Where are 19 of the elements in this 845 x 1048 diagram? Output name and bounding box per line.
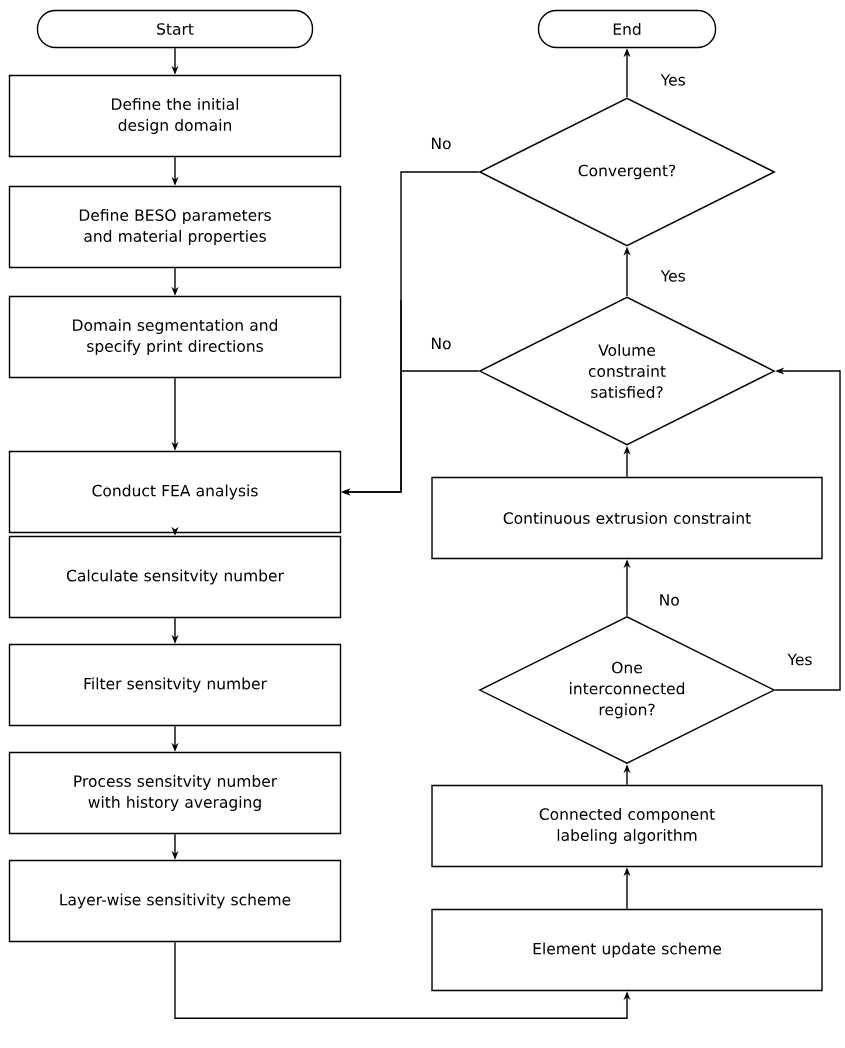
process-box: Process sensitvity number with history averaging	[8, 751, 342, 835]
edge-label: No	[432, 337, 451, 350]
process-box: Define BESO parameters and material properties	[8, 185, 342, 269]
terminal-box: Start	[36, 9, 314, 49]
edge-label: No	[660, 594, 679, 606]
process-box: Continuous extrusion constraint	[431, 476, 823, 560]
edge-label: Yes	[660, 270, 685, 282]
process-box: Domain segmentation and specify print directions	[8, 295, 342, 379]
process-box: Calculate sensitvity number	[8, 535, 342, 619]
process-box: Element update scheme	[431, 908, 823, 992]
process-box: Define the initial design domain	[8, 74, 342, 158]
terminal-box: End	[537, 9, 717, 49]
edge-label: Yes	[787, 653, 812, 666]
process-box: Conduct FEA analysis	[8, 450, 342, 534]
process-box: Filter sensitvity number	[8, 643, 342, 727]
process-box: Connected component labeling algorithm	[431, 784, 823, 868]
edge-label: Yes	[660, 74, 685, 86]
process-box: Layer-wise sensitivity scheme	[8, 859, 342, 943]
edge-label: No	[432, 137, 451, 150]
